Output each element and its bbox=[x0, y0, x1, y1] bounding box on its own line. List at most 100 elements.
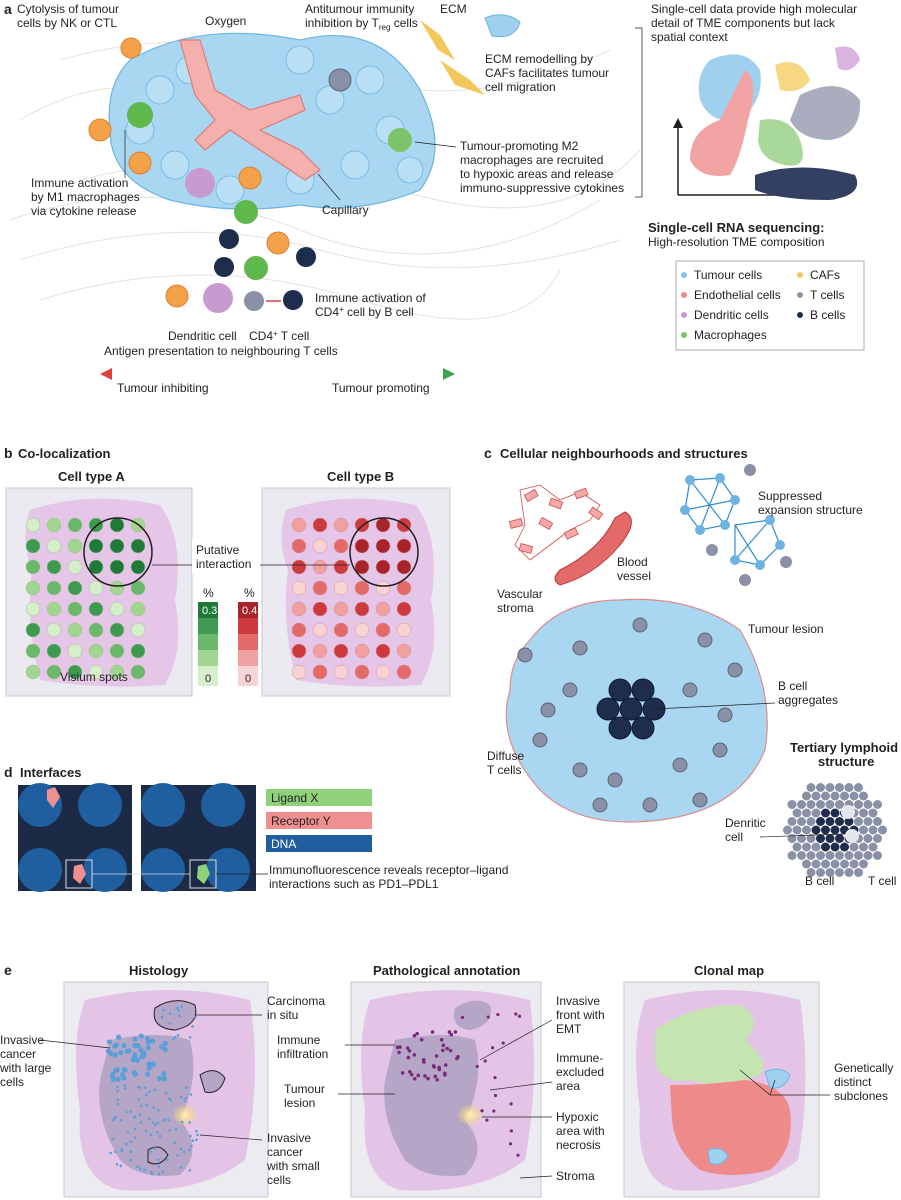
m1-macrophage bbox=[127, 102, 153, 128]
tls-b-cell bbox=[830, 825, 840, 835]
leader-capillary bbox=[317, 173, 341, 201]
visium-spot bbox=[130, 664, 146, 680]
visium-spot bbox=[291, 622, 307, 638]
immune-cell bbox=[485, 1118, 489, 1122]
tls-t-cell bbox=[840, 859, 849, 869]
panel-c: c Cellular neighbourhoods and structures… bbox=[484, 445, 898, 888]
visium-spot bbox=[375, 643, 391, 659]
label-stroma: Stroma bbox=[556, 1169, 595, 1183]
label-excluded-2: excluded bbox=[556, 1065, 604, 1079]
legend-label: Dendritic cells bbox=[694, 308, 769, 322]
immune-cell bbox=[412, 1053, 417, 1057]
immune-cell bbox=[509, 1102, 513, 1106]
small-tumour-cell bbox=[180, 1005, 183, 1009]
small-tumour-cell bbox=[150, 1172, 154, 1176]
tls-t-cell bbox=[802, 859, 811, 869]
subclone-red bbox=[670, 1080, 791, 1175]
small-tumour-cell bbox=[174, 1127, 178, 1131]
leader-m2 bbox=[414, 141, 457, 148]
visium-spot bbox=[312, 517, 328, 533]
label-vascular-1: Vascular bbox=[497, 587, 543, 601]
visium-spot bbox=[396, 664, 412, 680]
small-tumour-cell bbox=[157, 1165, 160, 1168]
cluster-endothelial bbox=[690, 70, 754, 176]
visium-spot bbox=[354, 643, 370, 659]
scale-b-min: 0 bbox=[245, 673, 251, 685]
small-tumour-cell bbox=[189, 1134, 192, 1138]
label-hypoxic-2: area with bbox=[556, 1124, 605, 1138]
visium-spot bbox=[354, 538, 370, 554]
panel-b-letter: b bbox=[4, 445, 13, 461]
immune-cell bbox=[437, 1065, 441, 1070]
immune-cell bbox=[400, 1071, 405, 1075]
cd4-t-cell bbox=[244, 291, 264, 311]
tls-t-cell bbox=[859, 825, 868, 835]
cluster-macrophage bbox=[758, 119, 803, 166]
large-tumour-cell bbox=[132, 1036, 138, 1042]
small-tumour-cell bbox=[151, 1121, 155, 1124]
tls-t-cell bbox=[797, 800, 806, 809]
t-cell bbox=[712, 742, 728, 758]
small-tumour-cell bbox=[164, 1091, 168, 1095]
visium-spot bbox=[46, 664, 62, 680]
immune-cell bbox=[493, 1075, 497, 1080]
large-tumour-cell bbox=[105, 1048, 112, 1054]
small-tumour-cell bbox=[111, 1118, 115, 1122]
visium-spot bbox=[88, 517, 104, 533]
visium-spot bbox=[88, 622, 104, 638]
visium-spot bbox=[25, 580, 41, 596]
small-tumour-cell bbox=[184, 1096, 188, 1100]
tls-b-cell bbox=[840, 842, 849, 852]
label-scrnaseq-title: Single-cell RNA sequencing: bbox=[648, 220, 825, 235]
tls-t-cell bbox=[844, 868, 854, 877]
legend-label: CAFs bbox=[810, 268, 840, 282]
label-bcell-agg-2: aggregates bbox=[778, 693, 838, 707]
visium-spot bbox=[333, 559, 349, 575]
tls-t-cell bbox=[825, 783, 835, 792]
capillary-shape bbox=[179, 39, 321, 181]
gradient-arrow bbox=[100, 368, 455, 380]
cluster-dendritic bbox=[835, 46, 860, 71]
panel-d-letter: d bbox=[4, 764, 13, 780]
small-tumour-cell bbox=[163, 1118, 167, 1121]
visium-spot bbox=[109, 580, 125, 596]
large-tumour-cell bbox=[106, 1039, 113, 1045]
small-tumour-cell bbox=[167, 1118, 171, 1122]
label-inv-small-1: Invasive bbox=[267, 1131, 311, 1145]
tls-t-cell bbox=[868, 842, 878, 852]
treg-cell bbox=[328, 68, 352, 92]
tls-t-cell bbox=[859, 808, 868, 818]
tls-t-cell bbox=[811, 808, 821, 818]
tls-t-cell bbox=[835, 851, 844, 860]
t-cell bbox=[592, 797, 608, 813]
large-tumour-cell bbox=[162, 1047, 168, 1053]
visium-spot bbox=[130, 643, 146, 659]
tls-t-cell bbox=[863, 800, 873, 809]
large-tumour-cell bbox=[118, 1050, 124, 1056]
large-tumour-cell bbox=[140, 1053, 146, 1059]
label-tls-tcell: T cell bbox=[868, 874, 896, 888]
tls-t-cell bbox=[849, 859, 859, 869]
small-tumour-cell bbox=[125, 1142, 128, 1146]
visium-spot bbox=[354, 664, 370, 680]
macrophage-cell bbox=[234, 200, 258, 224]
label-scrnaseq-sub: High-resolution TME composition bbox=[648, 235, 825, 249]
immune-cell bbox=[426, 1076, 430, 1081]
large-tumour-cell bbox=[133, 1043, 139, 1049]
tls-t-cell bbox=[806, 868, 816, 877]
immune-cell bbox=[453, 1030, 458, 1034]
small-tumour-cell bbox=[119, 1164, 123, 1168]
small-tumour-cell bbox=[195, 1129, 198, 1133]
bcell-aggregate bbox=[596, 678, 666, 740]
large-tumour-cell bbox=[145, 1045, 151, 1051]
visium-spot bbox=[109, 559, 125, 575]
immune-cell bbox=[449, 1032, 454, 1037]
visium-spot bbox=[67, 538, 83, 554]
tls-t-cell bbox=[797, 817, 806, 826]
panel-c-title: Cellular neighbourhoods and structures bbox=[500, 446, 748, 461]
visium-spot bbox=[88, 643, 104, 659]
tls-t-cell bbox=[873, 817, 882, 826]
panel-b: b Co-localization Cell type A Cell type … bbox=[4, 445, 451, 697]
large-tumour-cell bbox=[149, 1038, 156, 1044]
visium-spot bbox=[396, 622, 412, 638]
